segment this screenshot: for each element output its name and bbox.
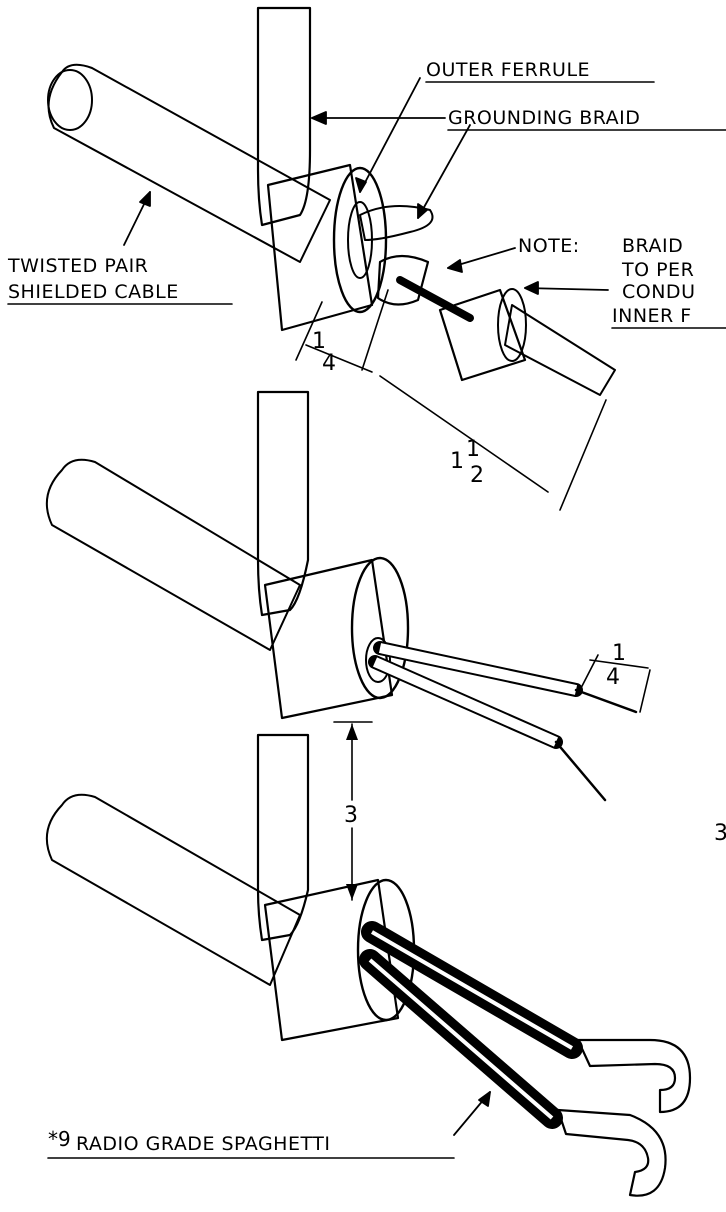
figure-spacing-dimension: 3 (333, 721, 373, 901)
outer-ferrule (266, 163, 388, 332)
note-line-1: BRAID (622, 235, 683, 257)
label-outer-ferrule: OUTER FERRULE (426, 59, 590, 81)
label-note: NOTE: (518, 235, 580, 257)
edge-marker: 3 (714, 821, 726, 846)
grounding-braid-lead (256, 390, 310, 617)
strip-length-whole: 1 (450, 449, 464, 474)
cable-body (47, 63, 331, 263)
leader-spaghetti (453, 1091, 491, 1136)
outer-ferrule (263, 556, 410, 720)
figure-2-conductors-stripped: 1 4 (45, 390, 651, 802)
note-line-3: CONDU (622, 281, 695, 303)
cable-body (45, 793, 301, 986)
figure-3-spaghetti-lugs: *9 RADIO GRADE SPAGHETTI (45, 733, 692, 1197)
strip-length-denominator: 2 (470, 463, 484, 488)
inner-ferrule (438, 288, 527, 382)
spaghetti-prefix: *9 (48, 1127, 71, 1151)
dimension-lines-fig1 (295, 289, 607, 511)
grounding-braid-lead (256, 6, 312, 227)
label-radio-grade-spaghetti: RADIO GRADE SPAGHETTI (76, 1133, 330, 1155)
outer-ferrule (263, 878, 416, 1042)
insulation-strip-denominator: 4 (606, 665, 620, 690)
label-grounding-braid: GROUNDING BRAID (448, 107, 640, 129)
label-shielded-cable: SHIELDED CABLE (8, 281, 179, 303)
fig-spacing-value: 3 (344, 803, 358, 828)
strip-length-numerator: 1 (466, 437, 480, 462)
leader-lines-fig1 (123, 77, 609, 295)
figure-1-braid-stripped: 1 4 1 1 2 OUTER FERRULE GROUNDING BRAID … (7, 6, 726, 511)
spade-lugs (556, 1038, 692, 1197)
insulation-strip-numerator: 1 (612, 641, 626, 666)
grounding-braid-lead (256, 733, 310, 942)
cable-body (45, 458, 301, 651)
label-inner-ferrule: INNER F (612, 305, 692, 327)
folded-braid (359, 205, 434, 306)
spaghetti-sleeves (359, 921, 583, 1129)
exposed-conductors (396, 276, 616, 396)
braid-offset-denominator: 4 (322, 351, 336, 376)
dimension-lines-fig2 (579, 654, 651, 713)
braid-offset-numerator: 1 (312, 329, 326, 354)
label-twisted-pair: TWISTED PAIR (7, 255, 148, 277)
note-line-2: TO PER (621, 259, 694, 281)
insulated-conductors (368, 641, 638, 802)
